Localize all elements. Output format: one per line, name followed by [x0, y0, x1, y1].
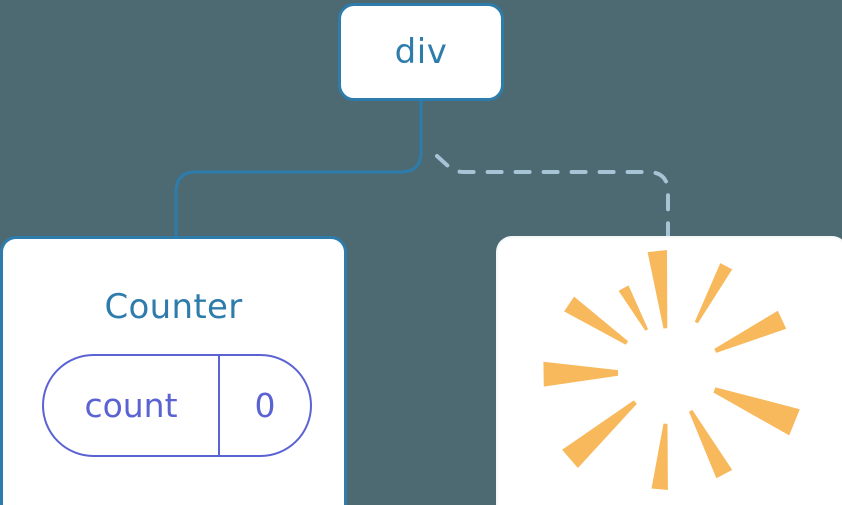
ray-ene	[714, 310, 787, 353]
ray-sw	[562, 400, 637, 468]
ray-e	[713, 387, 800, 436]
state-pill-count[interactable]: count 0	[42, 354, 312, 457]
ray-n	[647, 250, 668, 329]
render-burst-icon	[543, 250, 800, 490]
state-key-label: count	[84, 386, 178, 425]
state-pill-divider	[218, 356, 220, 455]
node-div-label: div	[394, 32, 448, 72]
burst-ray-group	[543, 250, 800, 490]
ray-w	[543, 361, 619, 387]
connector-root-to-counter	[174, 99, 423, 240]
ray-sse	[689, 409, 733, 479]
node-counter-label: Counter	[104, 287, 243, 327]
node-burst[interactable]	[496, 236, 842, 505]
ray-nw	[564, 296, 629, 345]
ray-s	[651, 423, 668, 490]
node-div[interactable]: div	[338, 3, 504, 101]
ray-nne	[694, 263, 733, 324]
connector-root-to-burst	[435, 154, 670, 240]
ray-nnw	[618, 285, 649, 331]
state-value-label: 0	[254, 386, 276, 425]
